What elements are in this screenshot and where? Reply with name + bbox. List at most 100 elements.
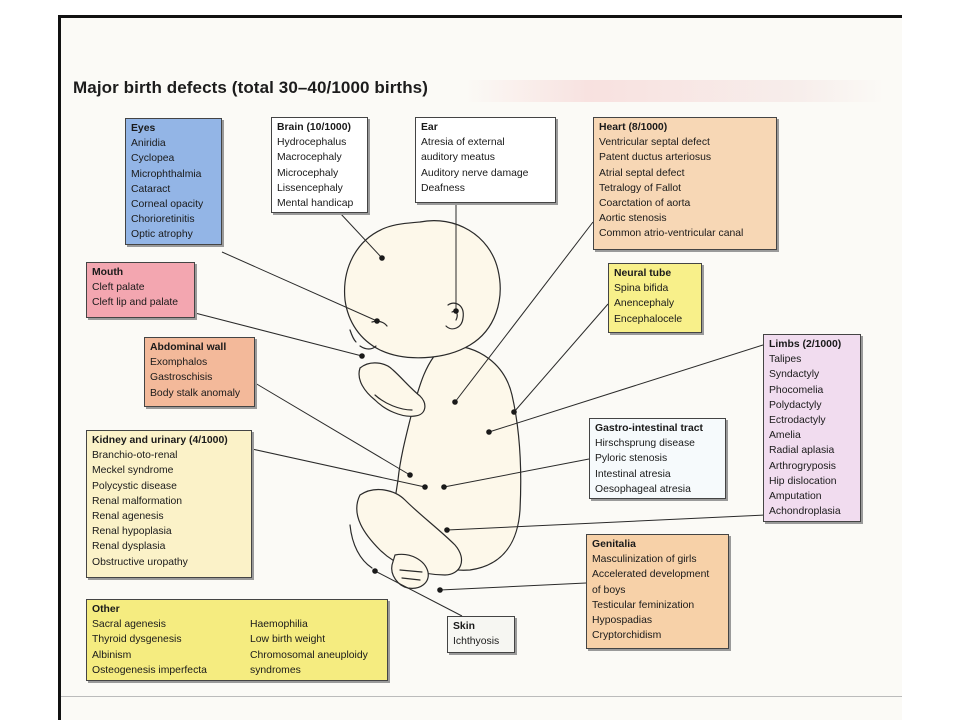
baby-arm: [358, 362, 426, 417]
genitalia-item: of boys: [592, 584, 626, 596]
ear-item: Deafness: [421, 182, 465, 194]
heart-item: Atrial septal defect: [599, 167, 685, 179]
title-highlight: [465, 80, 885, 102]
other-item: Osteogenesis imperfecta: [92, 664, 207, 676]
heart-box: Heart (8/1000) Ventricular septal defect…: [593, 117, 777, 250]
brain-item: Microcephaly: [277, 167, 339, 179]
ear-item: Atresia of external: [421, 137, 505, 149]
eyes-header: Eyes: [131, 123, 156, 134]
eyes-item: Microphthalmia: [131, 168, 202, 180]
leader-lines: [194, 203, 766, 617]
page-title: Major birth defects (total 30–40/1000 bi…: [73, 78, 428, 97]
abdominal-wall-header: Abdominal wall: [150, 342, 227, 353]
kidney-urinary-item: Renal dysplasia: [92, 541, 166, 553]
kidney-urinary-item: Renal hypoplasia: [92, 526, 172, 538]
eyes-item: Cataract: [131, 183, 171, 195]
kidney-urinary-box: Kidney and urinary (4/1000) Branchio-oto…: [86, 430, 252, 578]
kidney-urinary-item: Polycystic disease: [92, 480, 177, 492]
abdominal-wall-item: Gastroschisis: [150, 372, 213, 384]
genitalia-item: Masculinization of girls: [592, 554, 697, 566]
heart-item: Patent ductus arteriosus: [599, 152, 712, 164]
other-header: Other: [92, 604, 120, 615]
limbs-item: Ectrodactyly: [769, 415, 826, 427]
limbs-item: Amputation: [769, 491, 822, 503]
mouth-item: Cleft palate: [92, 282, 145, 294]
other-item: Thyroid dysgenesis: [92, 634, 182, 646]
other-item: Chromosomal aneuploidy: [250, 649, 368, 661]
gastro-intestinal-box: Gastro-intestinal tract Hirschsprung dis…: [589, 418, 726, 499]
heart-item: Aortic stenosis: [599, 213, 667, 225]
skin-item: Ichthyosis: [453, 636, 500, 648]
gastro-intestinal-item: Pyloric stenosis: [595, 453, 668, 465]
heart-item: Tetralogy of Fallot: [599, 182, 682, 194]
leader-dots: [359, 255, 517, 593]
heart-item: Ventricular septal defect: [599, 137, 710, 149]
genitalia-item: Hypospadias: [592, 615, 653, 627]
neural-tube-item: Anencephaly: [614, 298, 675, 310]
kidney-urinary-item: Renal agenesis: [92, 511, 164, 523]
ear-header: Ear: [421, 122, 438, 133]
kidney-urinary-item: Branchio-oto-renal: [92, 450, 178, 462]
genitalia-item: Testicular feminization: [592, 599, 695, 611]
heart-item: Coarctation of aorta: [599, 198, 691, 210]
neural-tube-header: Neural tube: [614, 268, 672, 279]
mouth-item: Cleft lip and palate: [92, 297, 179, 309]
frame-top-border: [58, 15, 902, 18]
mouth-header: Mouth: [92, 267, 124, 278]
brain-header: Brain (10/1000): [277, 122, 351, 133]
skin-box: Skin Ichthyosis: [447, 616, 515, 653]
limbs-item: Hip dislocation: [769, 475, 837, 487]
kidney-urinary-item: Renal malformation: [92, 495, 183, 507]
other-item: Haemophilia: [250, 619, 308, 631]
limbs-item: Amelia: [769, 430, 801, 442]
baby-leg: [356, 488, 463, 576]
limbs-header: Limbs (2/1000): [769, 339, 842, 350]
kidney-urinary-item: Obstructive uropathy: [92, 556, 188, 568]
skin-header: Skin: [453, 621, 475, 632]
neural-tube-item: Spina bifida: [614, 283, 669, 295]
brain-item: Mental handicap: [277, 198, 354, 210]
other-item: Low birth weight: [250, 634, 326, 646]
baby-head: [343, 220, 501, 359]
brain-item: Macrocephaly: [277, 152, 342, 164]
genitalia-item: Cryptorchidism: [592, 630, 662, 642]
page-bottom-rule: [61, 696, 902, 697]
limbs-item: Polydactyly: [769, 399, 822, 411]
heart-item: Common atrio-ventricular canal: [599, 228, 744, 240]
kidney-urinary-item: Meckel syndrome: [92, 465, 174, 477]
limbs-item: Achondroplasia: [769, 506, 841, 518]
other-item: Albinism: [92, 649, 132, 661]
gastro-intestinal-header: Gastro-intestinal tract: [595, 423, 703, 434]
limbs-item: Arthrogryposis: [769, 460, 836, 472]
other-item: Sacral agenesis: [92, 619, 166, 631]
abdominal-wall-item: Exomphalos: [150, 357, 208, 369]
limbs-item: Syndactyly: [769, 369, 820, 381]
genitalia-item: Accelerated development: [592, 569, 710, 581]
eyes-item: Cyclopea: [131, 153, 175, 165]
frame-left-border: [58, 15, 61, 720]
eyes-item: Corneal opacity: [131, 199, 204, 211]
ear-item: auditory meatus: [421, 152, 495, 164]
eyes-item: Chorioretinitis: [131, 214, 195, 226]
baby-ear: [445, 302, 464, 330]
genitalia-header: Genitalia: [592, 539, 636, 550]
abdominal-wall-item: Body stalk anomaly: [150, 387, 241, 399]
brain-item: Lissencephaly: [277, 182, 343, 194]
brain-item: Hydrocephalus: [277, 137, 347, 149]
ear-item: Auditory nerve damage: [421, 167, 529, 179]
neural-tube-item: Encephalocele: [614, 313, 683, 325]
limbs-item: Talipes: [769, 354, 802, 366]
eyes-item: Aniridia: [131, 138, 166, 150]
other-item: syndromes: [250, 664, 301, 676]
gastro-intestinal-item: Intestinal atresia: [595, 468, 671, 480]
limbs-item: Phocomelia: [769, 384, 824, 396]
